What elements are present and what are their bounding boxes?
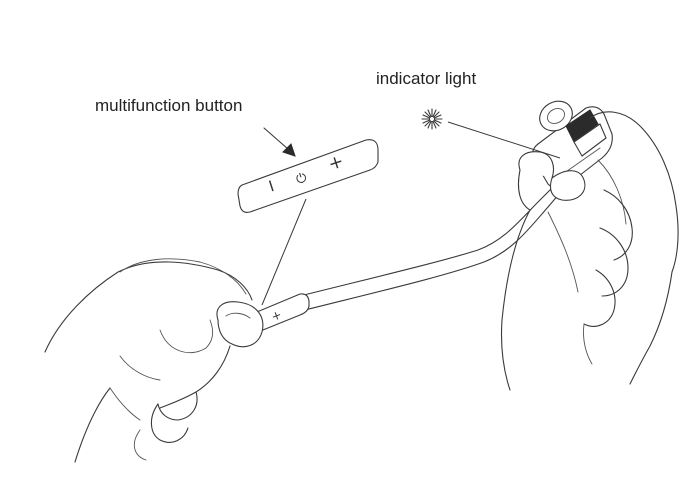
- multifunction-button-label: multifunction button: [95, 96, 243, 115]
- power-button-icon: ⏻: [294, 170, 308, 187]
- minus-button-symbol: I: [267, 177, 277, 195]
- earphone-cable: [299, 179, 567, 311]
- right-hand: [500, 111, 679, 391]
- indicator-light-label: indicator light: [376, 69, 477, 88]
- left-hand: [44, 258, 264, 463]
- indicator-light-starburst-icon: [421, 108, 443, 130]
- arrow-down-right-icon: [263, 127, 296, 157]
- remote-plus-symbol: +: [269, 307, 283, 324]
- plus-button-symbol: +: [326, 151, 347, 176]
- panel-leader-line: [261, 198, 307, 306]
- multifunction-button-panel: I ⏻ +: [237, 139, 379, 213]
